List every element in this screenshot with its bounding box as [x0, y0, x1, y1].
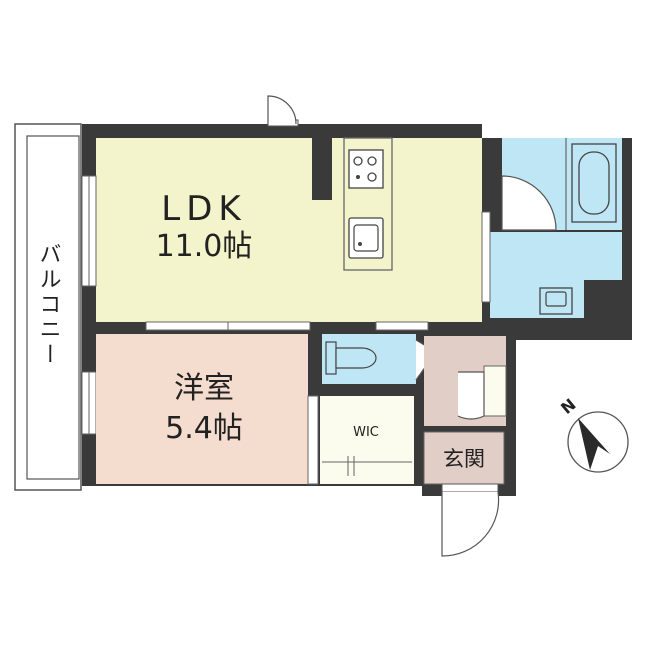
- entrance: 玄関: [423, 431, 505, 485]
- ldk-room: LDK 11.0帖: [96, 137, 482, 322]
- front-door: [441, 483, 500, 557]
- bath-door: [501, 175, 557, 231]
- balcony: バルコニー: [14, 123, 82, 491]
- toilet-icon: [325, 341, 337, 375]
- compass: N: [557, 395, 629, 473]
- left-windows: [81, 175, 97, 435]
- bath-area: [481, 138, 622, 318]
- ldk-area: 11.0帖: [156, 229, 253, 264]
- toilet-room: [322, 334, 437, 384]
- wic-name: WIC: [353, 425, 379, 440]
- wic-room: WIC: [320, 396, 414, 484]
- stove-icon: [348, 149, 384, 189]
- interior-wall-ldk: [96, 321, 482, 334]
- western-name: 洋室: [174, 371, 234, 406]
- western-area: 5.4帖: [165, 411, 243, 446]
- sink-icon: [348, 217, 384, 259]
- ldk-door-top: [267, 95, 299, 127]
- hallway: [424, 336, 507, 426]
- balcony-label: バルコニー: [36, 243, 61, 368]
- entrance-name: 玄関: [443, 447, 485, 471]
- compass-letter: N: [557, 395, 579, 418]
- north-arrow-icon: [578, 418, 610, 470]
- ldk-name: LDK: [161, 189, 246, 229]
- western-room: 洋室 5.4帖: [96, 334, 319, 485]
